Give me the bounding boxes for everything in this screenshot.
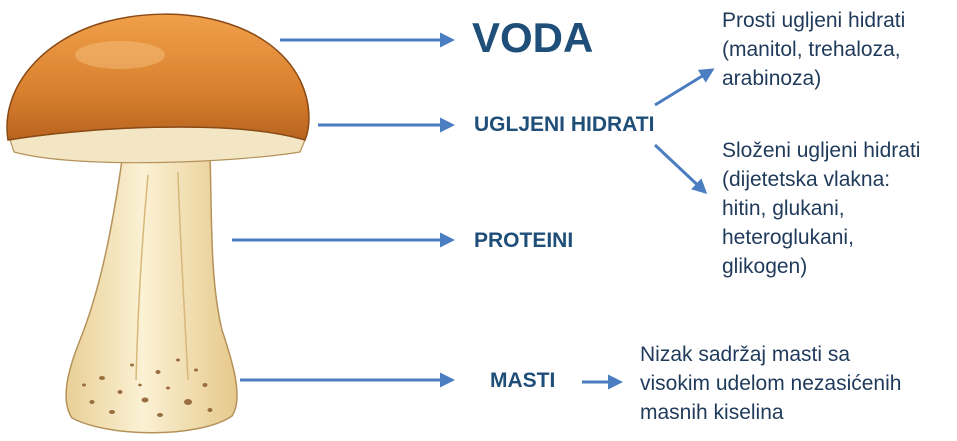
label-ugljeni-hidrati: UGLJENI HIDRATI: [474, 113, 655, 136]
arrow-to-slozeni: [653, 143, 708, 195]
note-line: (dijetetska vlakna:: [722, 168, 891, 191]
note-line: visokim udelom nezasićenih: [640, 372, 902, 395]
note-line: Nizak sadržaj masti sa: [640, 343, 851, 366]
note-line: Složeni ugljeni hidrati: [722, 139, 921, 162]
note-line: (manitol, trehaloza,: [722, 38, 901, 61]
note-slozeni-ugljeni-hidrati: Složeni ugljeni hidrati (dijetetska vlak…: [722, 136, 920, 281]
mushroom-icon: [6, 13, 310, 434]
mushroom-stem: [65, 154, 238, 434]
label-proteini: PROTEINI: [474, 229, 574, 252]
label-masti: MASTI: [490, 369, 556, 392]
note-line: hitin, glukani,: [722, 197, 845, 220]
note-line: Prosti ugljeni hidrati: [722, 9, 906, 32]
mushroom-cap: [6, 13, 310, 141]
label-voda: VODA: [472, 14, 594, 61]
note-line: masnih kiselina: [640, 401, 784, 424]
arrow-to-prosti: [654, 68, 715, 107]
note-masti: Nizak sadržaj masti sa visokim udelom ne…: [640, 340, 901, 427]
note-line: heteroglukani,: [722, 226, 854, 249]
note-line: glikogen): [722, 255, 808, 278]
note-line: arabinoza): [722, 67, 822, 90]
note-prosti-ugljeni-hidrati: Prosti ugljeni hidrati (manitol, trehalo…: [722, 6, 905, 93]
